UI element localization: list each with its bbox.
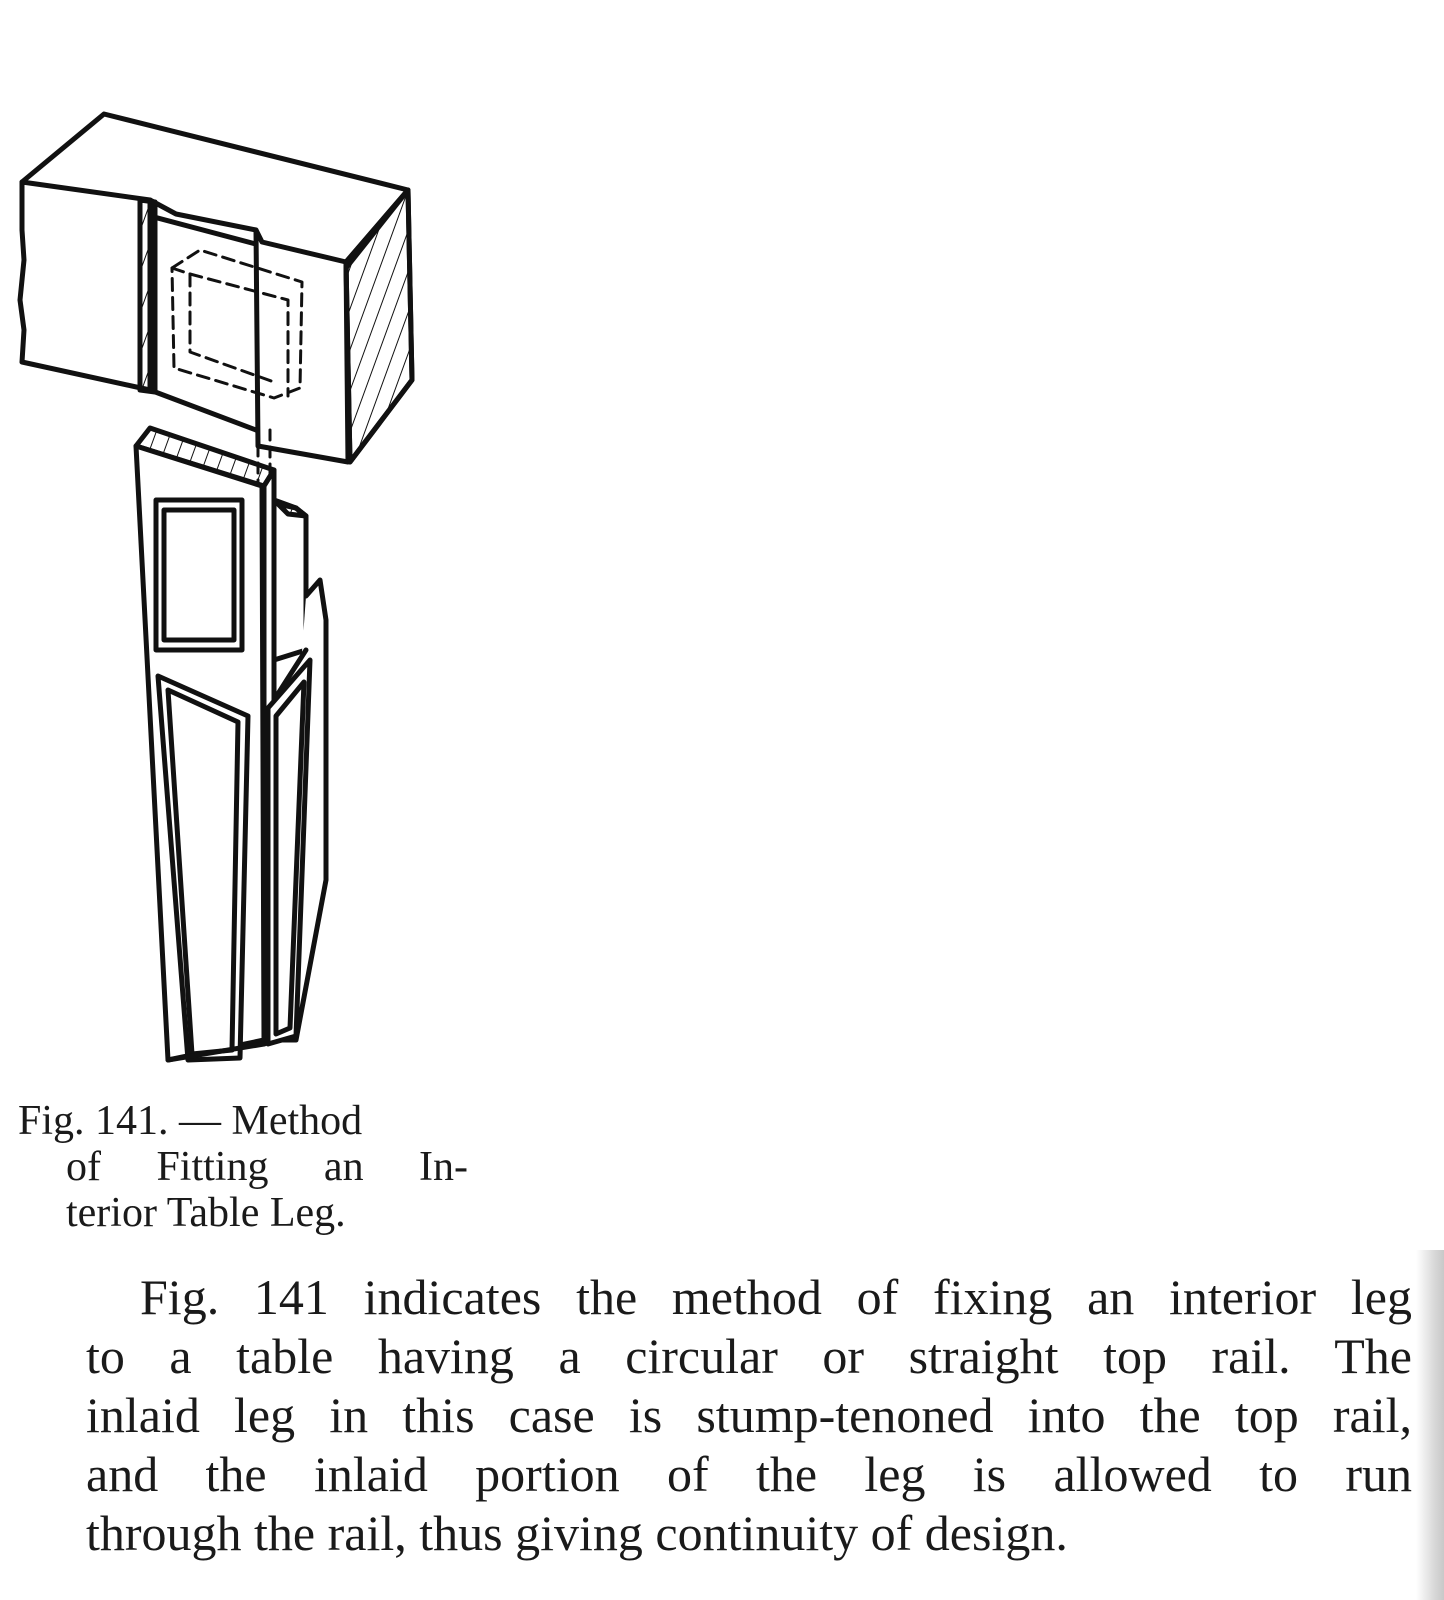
page-edge-shadow — [1416, 1250, 1444, 1600]
body-paragraph: Fig. 141 indicates the method of fixing … — [86, 1268, 1412, 1563]
paragraph-line: through the rail, thus giving continuity… — [86, 1505, 1068, 1561]
caption-line: Fig. 141. — Method — [18, 1098, 363, 1144]
top-rail-block — [17, 111, 415, 465]
figure-caption: Fig. 141. — Method of Fitting an In- ter… — [18, 1098, 468, 1236]
caption-line: of Fitting an In- — [66, 1144, 468, 1190]
paragraph-line: to a table having a circular or straight… — [86, 1328, 1412, 1384]
paragraph-line: inlaid leg in this case is stump-tenoned… — [86, 1387, 1412, 1443]
table-leg-figure — [17, 111, 415, 1063]
mortise-dashed-outline — [170, 248, 304, 400]
table-leg — [133, 425, 329, 1063]
paragraph-line: and the inlaid portion of the leg is all… — [86, 1446, 1412, 1502]
caption-line: terior Table Leg. — [66, 1190, 346, 1236]
paragraph-line: Fig. 141 indicates the method of fixing … — [140, 1269, 1412, 1325]
